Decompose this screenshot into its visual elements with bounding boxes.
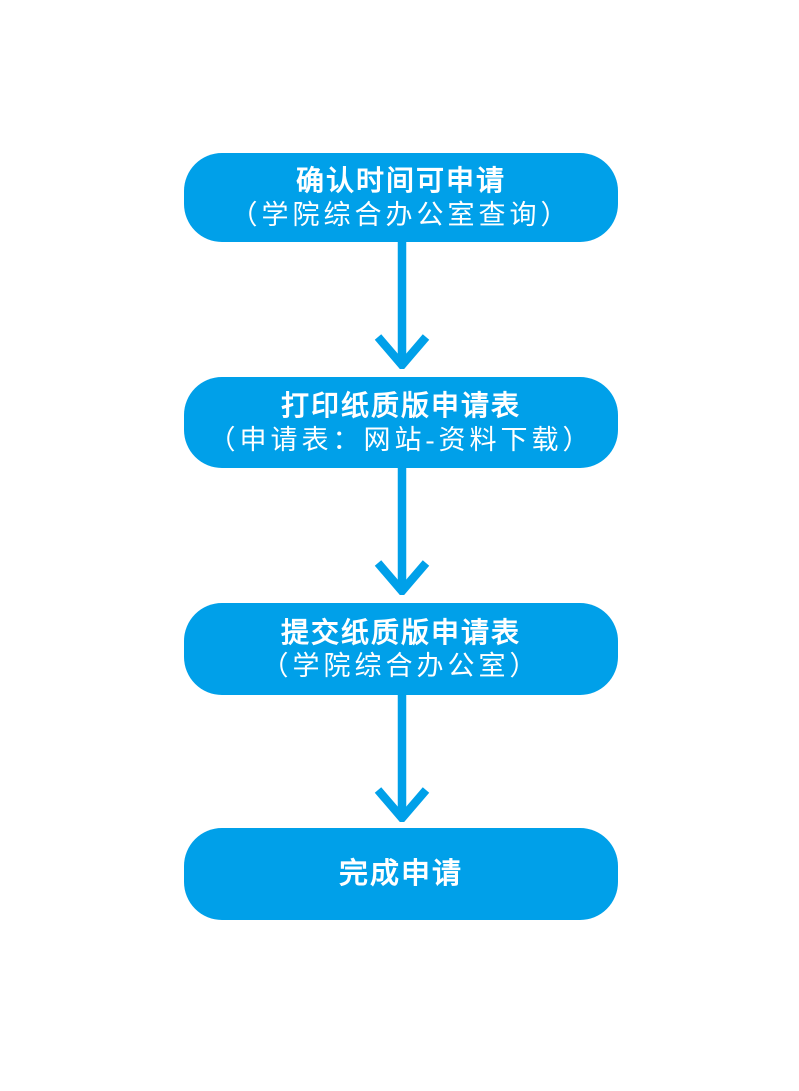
flow-step-complete: 完成申请 bbox=[184, 828, 618, 920]
step-title: 打印纸质版申请表 bbox=[280, 390, 521, 422]
step-title: 完成申请 bbox=[338, 857, 463, 890]
flow-step-confirm-time: 确认时间可申请 （学院综合办公室查询） bbox=[184, 153, 618, 242]
step-subtitle: （学院综合办公室） bbox=[261, 651, 541, 682]
flow-step-print-form: 打印纸质版申请表 （申请表：网站-资料下载） bbox=[184, 377, 618, 468]
down-arrow-icon bbox=[374, 468, 430, 595]
step-title: 确认时间可申请 bbox=[295, 165, 506, 197]
flow-step-submit-form: 提交纸质版申请表 （学院综合办公室） bbox=[184, 603, 618, 695]
step-subtitle: （学院综合办公室查询） bbox=[230, 199, 572, 230]
step-title: 提交纸质版申请表 bbox=[280, 616, 521, 648]
down-arrow-icon bbox=[374, 242, 430, 369]
step-subtitle: （申请表：网站-资料下载） bbox=[208, 424, 594, 455]
down-arrow-icon bbox=[374, 695, 430, 822]
